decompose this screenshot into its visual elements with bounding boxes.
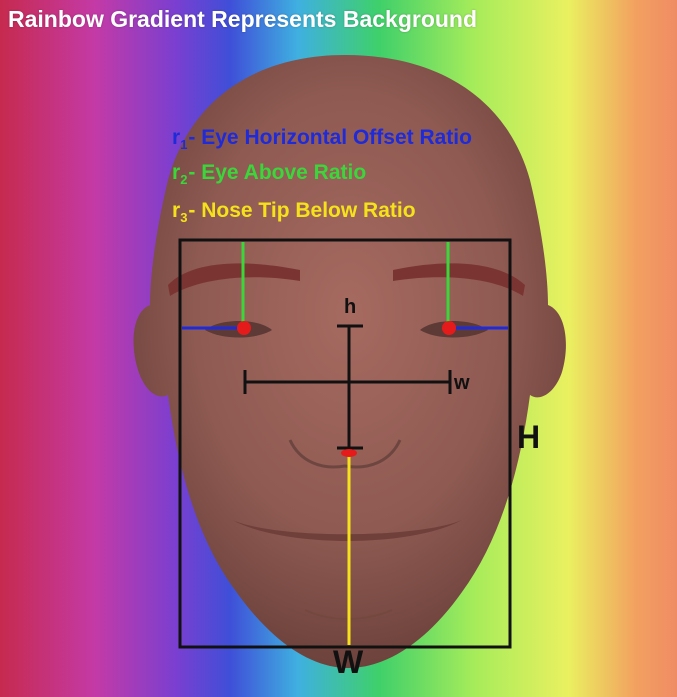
label-big-H: H	[517, 419, 541, 455]
legend-r2: r2- Eye Above Ratio	[172, 161, 366, 187]
legend-r3-text: - Nose Tip Below Ratio	[188, 199, 416, 222]
label-small-h: h	[344, 296, 357, 318]
nose-tip-marker	[341, 449, 357, 457]
legend-r2-subscript: 2	[180, 172, 188, 187]
mouth	[232, 520, 462, 541]
legend-r1-symbol: r	[172, 126, 181, 149]
legend-r3: r3- Nose Tip Below Ratio	[172, 199, 416, 225]
legend-r1: r1- Eye Horizontal Offset Ratio	[172, 126, 472, 152]
legend-r3-symbol: r	[172, 199, 181, 222]
legend-r1-text: - Eye Horizontal Offset Ratio	[188, 126, 472, 149]
legend-r1-subscript: 1	[180, 137, 188, 152]
legend-r2-symbol: r	[172, 161, 181, 184]
right-eye-marker	[442, 321, 456, 335]
legend-r3-subscript: 3	[180, 210, 188, 225]
background-caption: Rainbow Gradient Represents Background	[8, 6, 478, 32]
label-big-W: W	[333, 644, 364, 680]
right-eyebrow	[393, 263, 525, 296]
nose-shading	[288, 439, 402, 469]
left-eyebrow	[168, 263, 300, 296]
legend-r2-text: - Eye Above Ratio	[188, 161, 367, 184]
left-eye-marker	[237, 321, 251, 335]
label-small-w: w	[454, 372, 470, 394]
face-bounding-box	[178, 238, 512, 649]
